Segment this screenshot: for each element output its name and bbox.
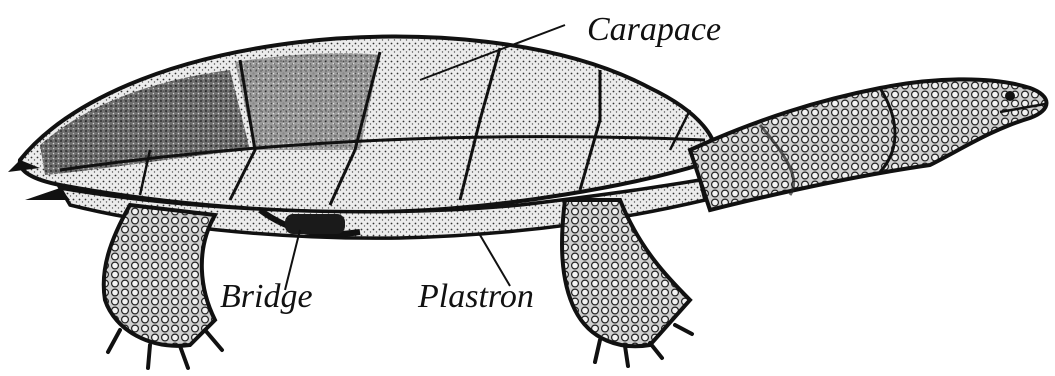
carapace-label: Carapace <box>587 11 721 48</box>
front-leg <box>562 200 692 366</box>
bridge-label: Bridge <box>220 278 313 315</box>
eye-icon <box>1005 91 1015 101</box>
hind-leg <box>25 188 222 368</box>
plastron-label: Plastron <box>417 278 534 315</box>
neck-and-head <box>690 79 1047 210</box>
carapace-shell <box>8 37 716 213</box>
